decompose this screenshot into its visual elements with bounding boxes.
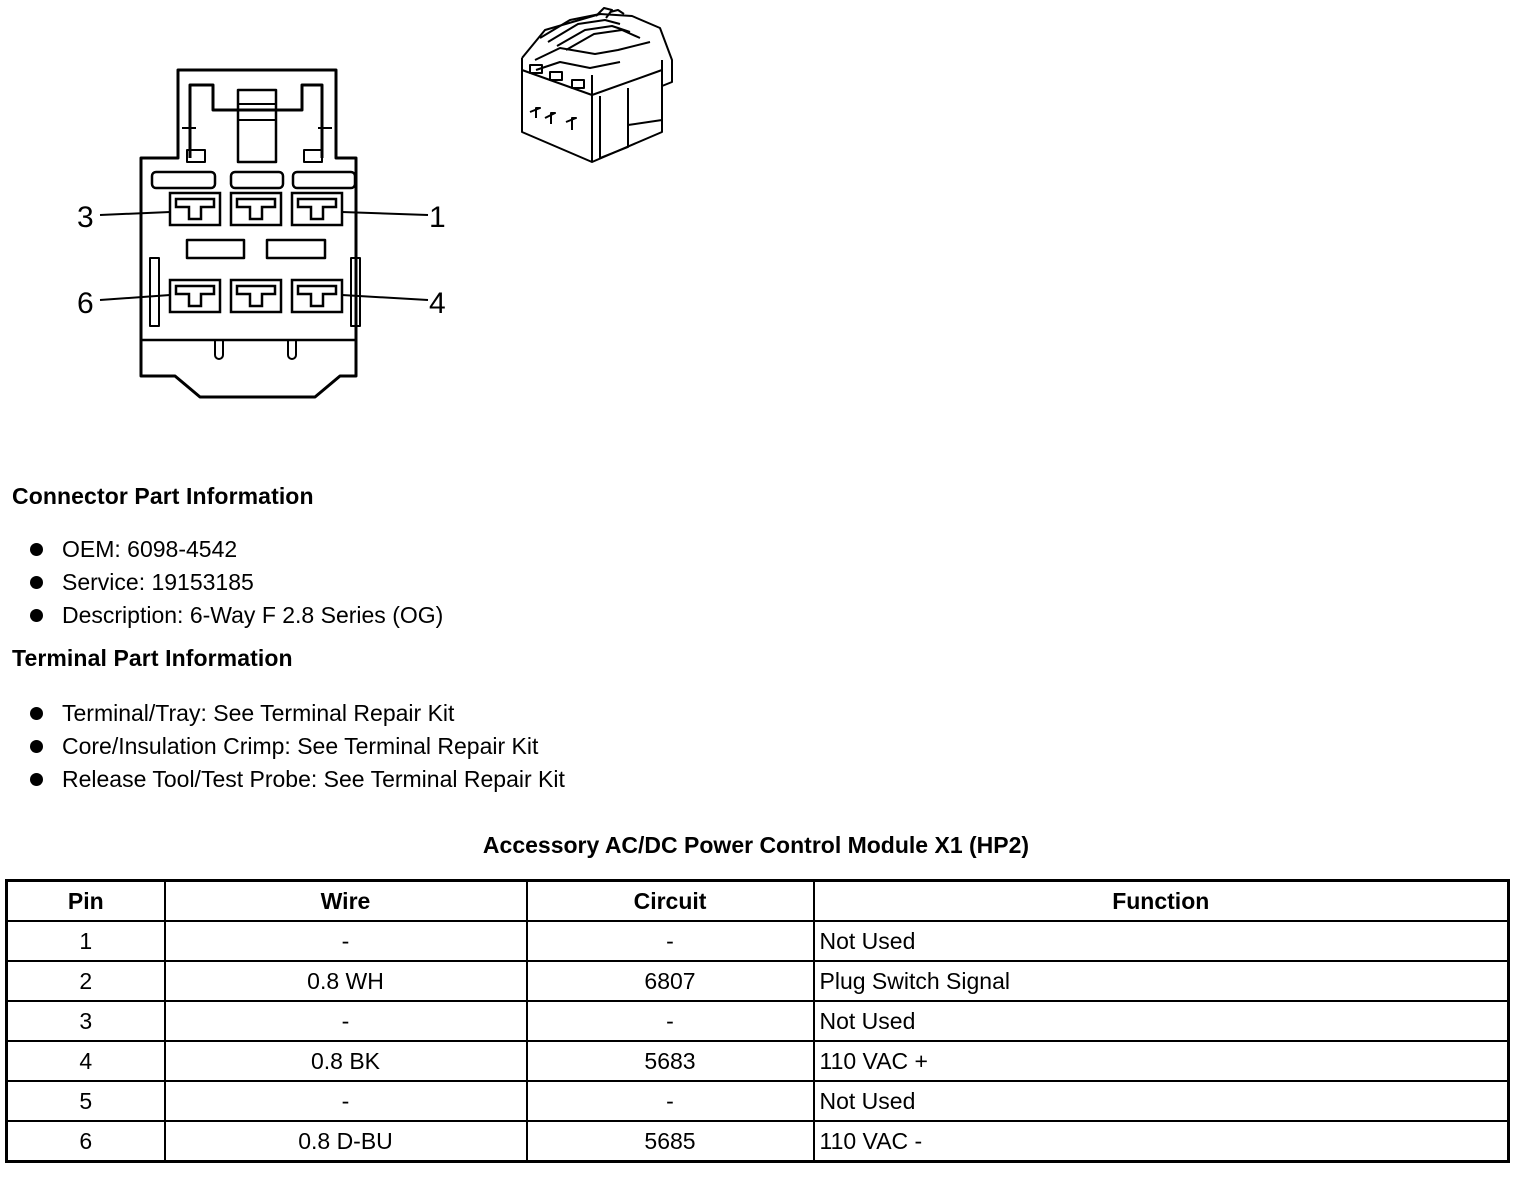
wire-cell: 0.8 WH bbox=[163, 960, 528, 1002]
pin-cell: 5 bbox=[5, 1080, 166, 1122]
pin-cell: 1 bbox=[5, 920, 166, 962]
terminal-slot bbox=[235, 284, 277, 308]
list-item: Service: 19153185 bbox=[28, 566, 443, 599]
connector-info-list: OEM: 6098-4542 Service: 19153185 Descrip… bbox=[28, 533, 443, 632]
bullet-icon bbox=[30, 543, 43, 556]
wire-cell: - bbox=[163, 1080, 528, 1122]
terminal-slot bbox=[174, 284, 216, 308]
list-item: Description: 6-Way F 2.8 Series (OG) bbox=[28, 599, 443, 632]
wire-cell: - bbox=[163, 920, 528, 962]
circuit-cell: - bbox=[525, 1080, 815, 1122]
bullet-icon bbox=[30, 773, 43, 786]
pin-cell: 6 bbox=[5, 1120, 166, 1163]
function-cell: Plug Switch Signal bbox=[812, 960, 1510, 1002]
pin-callout-1: 1 bbox=[429, 201, 446, 234]
bullet-icon bbox=[30, 740, 43, 753]
connector-face-diagram: 3 1 6 4 bbox=[77, 68, 446, 399]
bullet-icon bbox=[30, 609, 43, 622]
table-row: 3--Not Used bbox=[5, 1000, 1510, 1042]
terminal-slot bbox=[296, 284, 338, 308]
circuit-cell: 5685 bbox=[525, 1120, 815, 1163]
column-header-wire: Wire bbox=[163, 879, 528, 922]
list-item: Release Tool/Test Probe: See Terminal Re… bbox=[28, 763, 565, 796]
pin-cell: 3 bbox=[5, 1000, 166, 1042]
column-header-function: Function bbox=[812, 879, 1510, 922]
pin-callout-3: 3 bbox=[77, 201, 94, 234]
terminal-slot bbox=[174, 197, 216, 221]
list-item: Core/Insulation Crimp: See Terminal Repa… bbox=[28, 730, 565, 763]
list-item: Terminal/Tray: See Terminal Repair Kit bbox=[28, 697, 565, 730]
pin-cell: 4 bbox=[5, 1040, 166, 1082]
wire-cell: 0.8 D-BU bbox=[163, 1120, 528, 1163]
wire-cell: - bbox=[163, 1000, 528, 1042]
function-cell: Not Used bbox=[812, 1080, 1510, 1122]
column-header-circuit: Circuit bbox=[525, 879, 815, 922]
bullet-icon bbox=[30, 576, 43, 589]
circuit-cell: - bbox=[525, 1000, 815, 1042]
list-item: OEM: 6098-4542 bbox=[28, 533, 443, 566]
function-cell: 110 VAC + bbox=[812, 1040, 1510, 1082]
terminal-info-list: Terminal/Tray: See Terminal Repair Kit C… bbox=[28, 697, 565, 796]
table-header-row: Pin Wire Circuit Function bbox=[5, 879, 1510, 922]
terminal-cavity bbox=[168, 191, 222, 227]
table-row: 5--Not Used bbox=[5, 1080, 1510, 1122]
terminal-slot bbox=[296, 197, 338, 221]
terminal-cavity bbox=[229, 278, 283, 314]
circuit-cell: 5683 bbox=[525, 1040, 815, 1082]
connector-info-heading: Connector Part Information bbox=[12, 483, 314, 509]
wire-cell: 0.8 BK bbox=[163, 1040, 528, 1082]
circuit-cell: 6807 bbox=[525, 960, 815, 1002]
pin-callout-4: 4 bbox=[429, 287, 446, 320]
connector-isometric-diagram bbox=[521, 7, 673, 163]
terminal-cavity bbox=[229, 191, 283, 227]
function-cell: Not Used bbox=[812, 1000, 1510, 1042]
circuit-cell: - bbox=[525, 920, 815, 962]
table-row: 1--Not Used bbox=[5, 920, 1510, 962]
terminal-cavity bbox=[290, 191, 344, 227]
terminal-info-heading: Terminal Part Information bbox=[12, 645, 293, 671]
table-title: Accessory AC/DC Power Control Module X1 … bbox=[482, 832, 1030, 858]
pin-callout-6: 6 bbox=[77, 287, 94, 320]
pin-cell: 2 bbox=[5, 960, 166, 1002]
terminal-slot bbox=[235, 197, 277, 221]
column-header-pin: Pin bbox=[5, 879, 166, 922]
function-cell: Not Used bbox=[812, 920, 1510, 962]
bullet-icon bbox=[30, 707, 43, 720]
function-cell: 110 VAC - bbox=[812, 1120, 1510, 1163]
